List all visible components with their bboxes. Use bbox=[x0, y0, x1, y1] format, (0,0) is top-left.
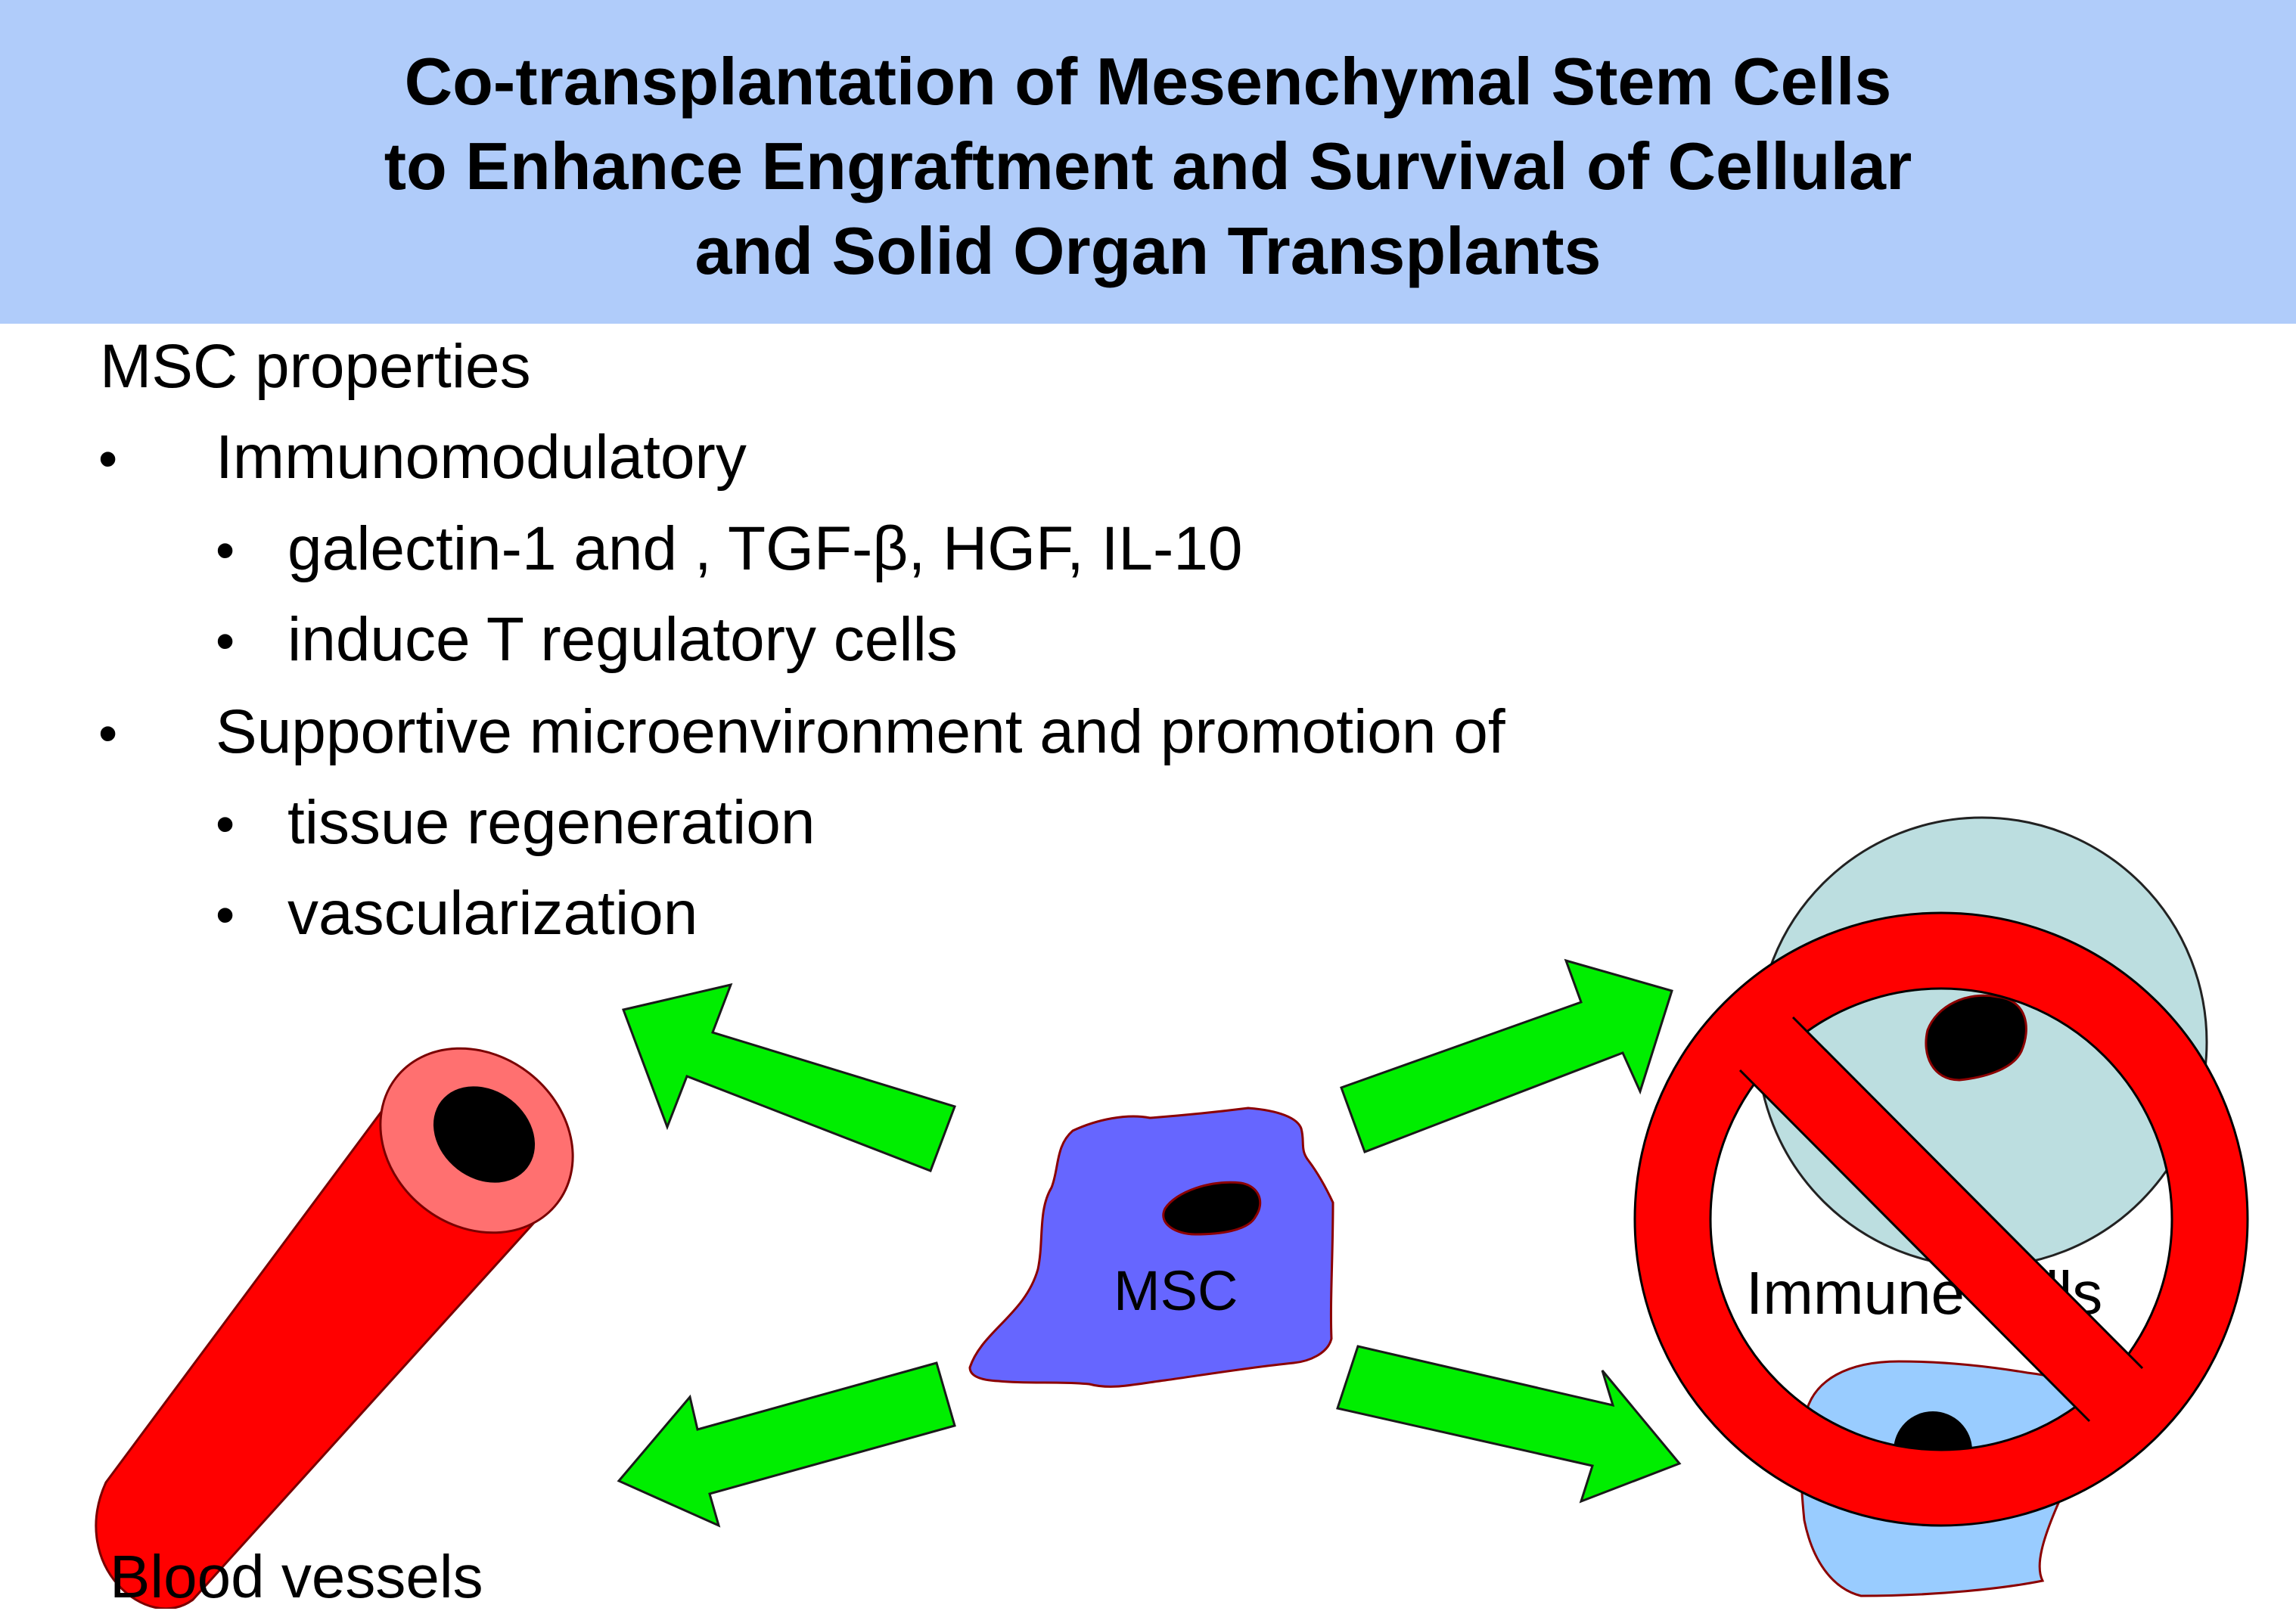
blood-vessel bbox=[95, 1047, 574, 1609]
bullet-immunomodulatory: Immunomodulatory bbox=[216, 423, 747, 492]
sub-bullet-marker: • bbox=[216, 520, 235, 581]
arrow-to-immune-lower bbox=[1336, 1345, 1682, 1504]
arrow-to-immune-upper bbox=[1340, 958, 1673, 1153]
arrows bbox=[617, 958, 1682, 1528]
sub-bullet-tissue: tissue regeneration bbox=[287, 788, 816, 857]
sub-bullet-marker: • bbox=[216, 794, 235, 855]
sub-bullet-vascular: vascularization bbox=[287, 879, 698, 948]
title-line-2: to Enhance Engraftment and Survival of C… bbox=[384, 129, 1912, 203]
title-line-3: and Solid Organ Transplants bbox=[694, 213, 1602, 288]
blood-vessels-label: Blood vessels bbox=[110, 1543, 483, 1610]
msc-cell bbox=[968, 1107, 1334, 1388]
sub-bullet-treg: induce T regulatory cells bbox=[287, 605, 958, 674]
sub-bullet-marker: • bbox=[216, 611, 235, 672]
sub-bullet-cytokines: galectin-1 and , TGF-β, HGF, IL-10 bbox=[287, 514, 1243, 583]
bullet-marker: • bbox=[98, 429, 118, 489]
msc-label: MSC bbox=[1114, 1259, 1238, 1322]
sub-bullet-marker: • bbox=[216, 885, 235, 945]
title-line-1: Co-transplantation of Mesenchymal Stem C… bbox=[404, 44, 1892, 119]
bullet-supportive: Supportive microenvironment and promotio… bbox=[216, 697, 1505, 766]
bullet-marker: • bbox=[98, 703, 118, 764]
title-banner: Co-transplantation of Mesenchymal Stem C… bbox=[0, 0, 2296, 324]
slide-title: Co-transplantation of Mesenchymal Stem C… bbox=[0, 39, 2296, 293]
immune-cells-label: Immune cells bbox=[1746, 1259, 2103, 1327]
arrow-to-vessels-upper bbox=[621, 982, 956, 1172]
msc-properties-heading: MSC properties bbox=[100, 332, 531, 401]
arrow-to-vessels-lower bbox=[617, 1361, 956, 1528]
